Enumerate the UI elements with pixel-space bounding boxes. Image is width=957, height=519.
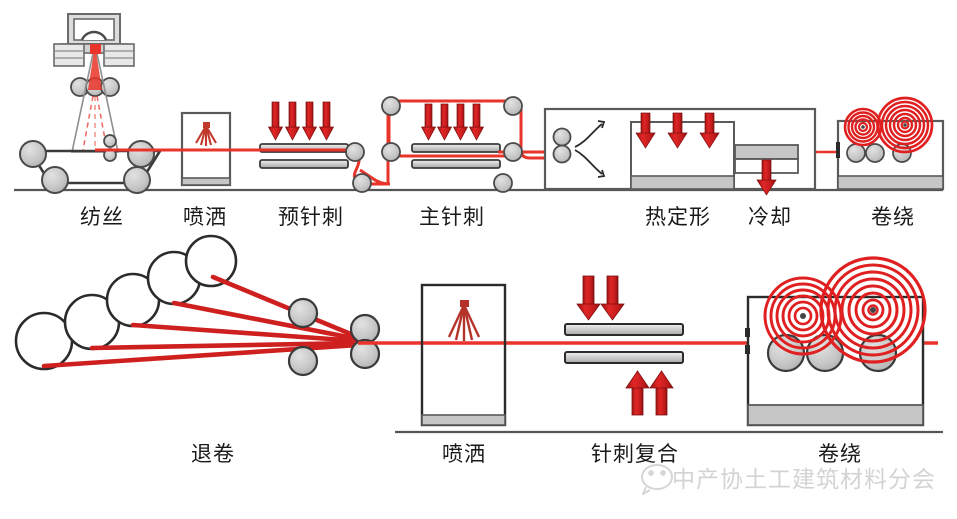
composite-up-arrows-icon [625, 370, 674, 416]
stage-main-needling: 主针刺 [411, 103, 501, 229]
main-needling-rollers-icon [381, 96, 523, 193]
web-spread-arrows-icon [574, 120, 606, 178]
unwind-guide-rollers-icon [287, 297, 381, 377]
watermark-text: 中产协土工建筑材料分会 [672, 467, 936, 493]
stage-unwinding: 退卷 [14, 234, 381, 466]
stage-winding-bottom: 卷绕 [745, 256, 927, 466]
stage-label-main-needling: 主针刺 [419, 205, 485, 229]
stage-label-needle-composite: 针刺复合 [591, 442, 679, 466]
watermark: 中产协土工建筑材料分会 [641, 464, 936, 495]
quench-box-right-icon [103, 43, 135, 67]
fabric-roll-large-icon [876, 96, 934, 154]
stage-spraying-bottom: 喷洒 [420, 283, 507, 466]
pre-needling-transfer-rollers-icon [345, 142, 372, 193]
spinning-conveyor-icon [19, 140, 163, 194]
takeoff-rollers-icon [103, 134, 117, 162]
stage-needle-composite: 针刺复合 [564, 275, 684, 466]
stage-spraying-top: 喷洒 [180, 111, 232, 229]
stage-label-cooling: 冷却 [748, 205, 792, 229]
wechat-logo-icon [641, 464, 673, 495]
spray-nozzle-icon [195, 122, 217, 146]
stage-winding-top: 卷绕 [836, 96, 945, 229]
composite-down-arrows-icon [576, 275, 625, 321]
stage-label-heat-setting: 热定形 [645, 205, 711, 229]
spreader-rollers-icon [552, 127, 572, 164]
stage-label-winding-top: 卷绕 [871, 205, 915, 229]
stage-spinning: 纺丝 [19, 13, 163, 229]
stage-cooling: 冷却 [734, 144, 799, 229]
spray-nozzle-bottom-icon [447, 300, 481, 341]
pre-needling-arrows-icon [267, 101, 335, 141]
stage-label-spraying-bottom: 喷洒 [442, 442, 486, 466]
unwind-rolls-icon [14, 234, 238, 371]
main-needling-arrows-icon [420, 103, 485, 141]
stage-label-spinning: 纺丝 [80, 205, 124, 229]
stage-pre-needling: 预针刺 [259, 101, 349, 229]
cooling-arrow-icon [756, 159, 777, 196]
stage-label-unwinding: 退卷 [191, 442, 235, 466]
stage-label-pre-needling: 预针刺 [278, 205, 344, 229]
quench-box-left-icon [53, 43, 85, 67]
heat-setting-arrows-icon [635, 112, 720, 149]
stage-label-winding-bottom: 卷绕 [818, 442, 862, 466]
fabric-roll-xlarge-icon [819, 256, 927, 364]
stage-label-spraying-top: 喷洒 [183, 205, 227, 229]
